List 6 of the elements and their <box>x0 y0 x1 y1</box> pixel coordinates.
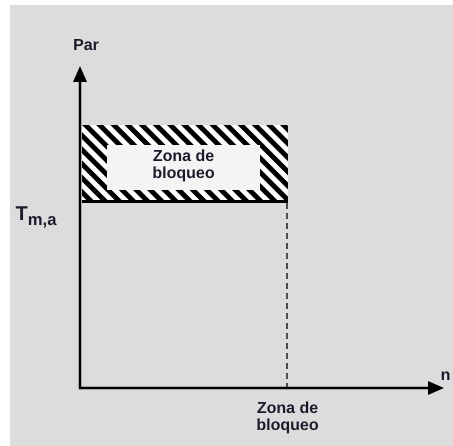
axis-title: Par <box>72 38 100 55</box>
axis-value-label: T$_{m,a}$ <box>14 204 58 228</box>
hatched-zone <box>82 125 288 203</box>
axis-value-label: Zona de bloqueo <box>255 401 320 435</box>
zone-label: Zona de bloqueo <box>151 149 216 183</box>
axis-title: n <box>440 368 452 385</box>
